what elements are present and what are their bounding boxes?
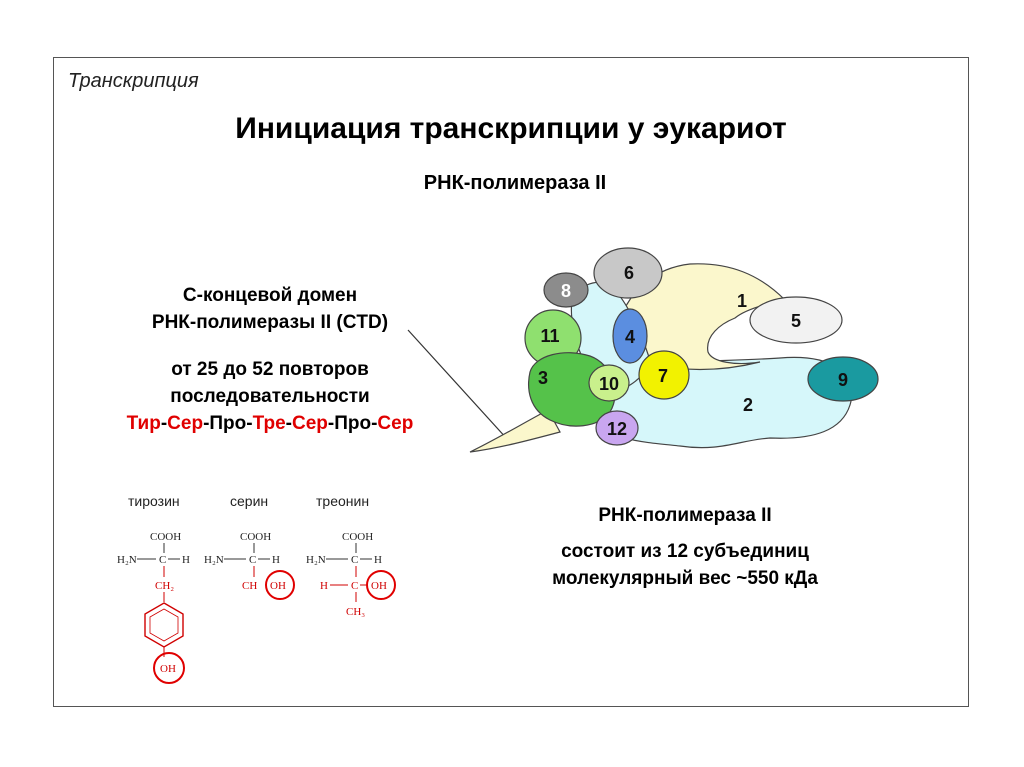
subunit-12-shape [595, 410, 639, 446]
ctd-line-4: последовательности [170, 386, 370, 407]
tyr-c: C [159, 554, 166, 566]
subunit-5-label: 5 [791, 311, 801, 331]
serine-structure: COOH H₂N C H CH OH [204, 531, 295, 600]
tyr-cooh: COOH [150, 531, 181, 543]
info-subunit-count: состоит из 12 субъединиц [561, 541, 809, 562]
subunit-7-label: 7 [658, 366, 668, 386]
subunit-10-shape [588, 364, 630, 402]
thr-h2: H [320, 580, 328, 592]
ctd-line-2: РНК-полимеразы II (CTD) [151, 312, 389, 333]
ctd-pointer-line [407, 329, 509, 441]
tyr-oh-circle [153, 652, 185, 684]
seq-sep: - [285, 413, 292, 434]
slide-frame [53, 57, 969, 707]
subunit-8-shape [543, 272, 589, 308]
seq-ser: Сер [377, 413, 414, 434]
subunit-9-shape [807, 356, 879, 402]
label-threonine: треонин [316, 493, 370, 509]
thr-c2: C [351, 580, 358, 592]
thr-c: C [351, 554, 358, 566]
subunit-5-shape [749, 296, 843, 344]
subunit-11-label: 11 [540, 326, 559, 346]
thr-h: H [374, 554, 382, 566]
tyr-oh: OH [160, 663, 176, 675]
info-name: РНК-полимераза II [598, 505, 772, 526]
seq-pro: -Про- [203, 413, 253, 434]
label-tyrosine: тирозин [128, 493, 180, 509]
subunit-9-label: 9 [838, 370, 848, 390]
seq-thr: Тре [252, 413, 286, 434]
thr-oh-circle [366, 570, 396, 600]
seq-ser: Сер [167, 413, 204, 434]
ser-oh-circle [265, 570, 295, 600]
ser-h2n: H₂N [204, 554, 224, 566]
ser-h: H [272, 554, 280, 566]
info-molecular-weight: молекулярный вес ~550 кДа [552, 568, 818, 589]
ser-ch: CH [242, 580, 257, 592]
tyrosine-structure: COOH H₂N C H CH₂ OH [117, 531, 190, 684]
benzene-ring [144, 602, 184, 648]
ctd-description: С-концевой домен РНК-полимеразы II (CTD)… [100, 282, 440, 437]
subunit-8-label: 8 [561, 281, 571, 301]
ser-c: C [249, 554, 256, 566]
subunit-1-label: 1 [737, 291, 747, 311]
subunit-7-shape [638, 350, 690, 400]
ser-cooh: COOH [240, 531, 271, 543]
tyr-ch2: CH₂ [155, 580, 174, 592]
subunit-6-label: 6 [624, 263, 634, 283]
ser-oh: OH [270, 580, 286, 592]
subunit-2-label: 2 [743, 395, 753, 415]
subunit-3-label: 3 [538, 368, 548, 388]
thr-h2n: H₂N [306, 554, 326, 566]
slide-title: Инициация транскрипции у эукариот [235, 112, 787, 145]
subunit-4-label: 4 [625, 327, 635, 347]
section-label: Транскрипция [68, 70, 199, 92]
ctd-line-3: от 25 до 52 повторов [171, 359, 369, 380]
tyr-h2n: H₂N [117, 554, 137, 566]
subunit-4-shape [612, 308, 648, 364]
slide-subtitle: РНК-полимераза II [423, 172, 607, 194]
tyr-h: H [182, 554, 190, 566]
thr-oh: OH [371, 580, 387, 592]
subunit-6-shape [593, 247, 663, 299]
ctd-sequence: Тир-Сер-Про-Тре-Сер-Про-Сер [100, 410, 440, 437]
label-serine: серин [230, 493, 269, 509]
ctd-line-1: С-концевой домен [182, 285, 358, 306]
threonine-structure: COOH H₂N C H H C OH CH₃ [306, 531, 396, 618]
seq-tyr: Тир [126, 413, 161, 434]
seq-ser: Сер [291, 413, 328, 434]
thr-cooh: COOH [342, 531, 373, 543]
seq-pro: -Про- [327, 413, 378, 434]
subunit-10-label: 10 [599, 374, 619, 394]
seq-sep: - [160, 413, 168, 434]
subunit-12-label: 12 [607, 419, 627, 439]
thr-ch3: CH₃ [346, 606, 365, 618]
subunit-1-shape [619, 263, 787, 371]
